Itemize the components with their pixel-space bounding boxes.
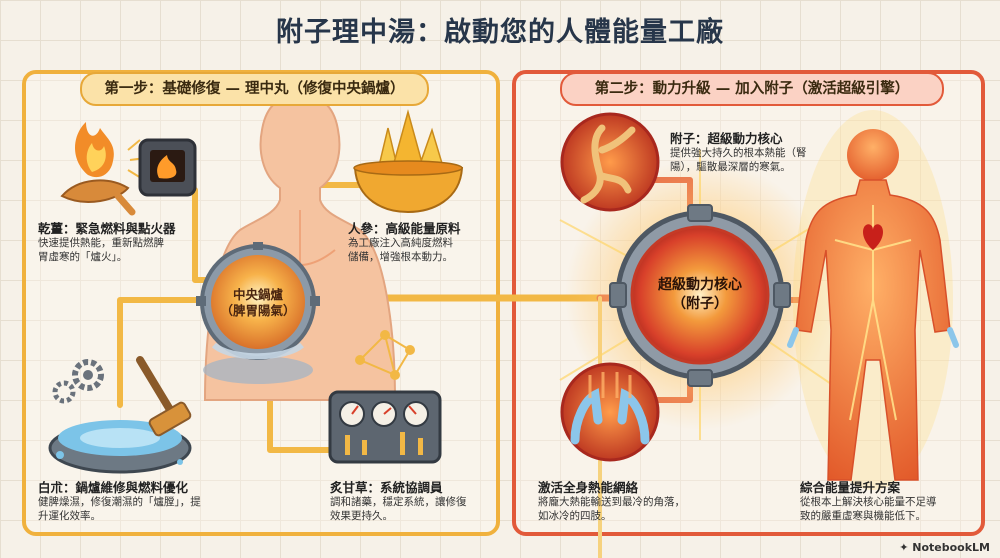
renshen-desc-line1: 為工廠注入高純度燃料 <box>348 237 453 249</box>
fuzi-desc-line2: 陽），驅散最深層的寒氣。 <box>670 161 791 173</box>
gancao-desc-line2: 效果更持久。 <box>330 510 393 522</box>
control-panel-icon <box>328 390 442 464</box>
central-boiler-label-line1: 中央鍋爐 <box>232 287 283 302</box>
step2-header: 第二步：動力升級 — 加入附子（激活超級引擎） <box>560 72 944 106</box>
heart-icon <box>863 224 883 250</box>
fuzi-desc: 提供強大持久的根本熱能（腎 陽），驅散最深層的寒氣。 <box>670 146 830 174</box>
gancao-desc: 調和諸藥，穩定系統，讓修復 效果更持久。 <box>330 495 490 523</box>
central-boiler-label-line2: （脾胃陽氣） <box>220 303 296 318</box>
baizhu-title: 白朮：鍋爐維修與燃料優化 <box>38 480 189 495</box>
fire-ginger-icon <box>60 122 146 216</box>
ganjiang-desc-line1: 快速提供熱能，重新點燃脾 <box>38 237 164 249</box>
super-core-label-line1: 超級動力核心 <box>658 277 742 293</box>
central-boiler-icon <box>196 242 320 384</box>
gancao-title: 炙甘草：系統協調員 <box>330 480 443 495</box>
cleaning-pot-icon <box>48 356 192 474</box>
step1-header: 第一步：基礎修復 — 理中丸（修復中央鍋爐） <box>80 72 429 106</box>
baizhu-desc: 健脾燥濕，修復潮濕的「爐膛」，提 升運化效率。 <box>38 495 248 523</box>
solution-desc-line1: 從根本上解決核心能量不足導 <box>800 496 937 508</box>
stove-icon <box>138 138 197 197</box>
baizhu-desc-line1: 健脾燥濕，修復潮濕的「爐膛」，提 <box>38 496 201 508</box>
super-core-label-line2: （附子） <box>672 296 728 312</box>
ganjiang-title: 乾薑：緊急燃料與點火器 <box>38 221 176 236</box>
aconite-root-icon <box>560 112 660 212</box>
page-title: 附子理中湯：啟動您的人體能量工廠 <box>276 17 724 48</box>
credit-text: NotebookLM <box>912 541 990 554</box>
renshen-title: 人參：高級能量原料 <box>348 221 461 236</box>
super-core-label: 超級動力核心 （附子） <box>640 276 760 314</box>
fuzi-desc-line1: 提供強大持久的根本熱能（腎 <box>670 147 807 159</box>
crystal-bowl-icon <box>353 109 464 214</box>
gancao-desc-line1: 調和諸藥，穩定系統，讓修復 <box>330 496 467 508</box>
baizhu-desc-line2: 升運化效率。 <box>38 510 101 522</box>
solution-title: 綜合能量提升方案 <box>800 480 901 495</box>
super-power-core-icon <box>609 204 791 387</box>
network-desc: 將龐大熱能輸送到最冷的角落， 如冰冷的四肢。 <box>538 495 718 523</box>
network-title: 激活全身熱能網絡 <box>538 480 639 495</box>
network-desc-line2: 如冰冷的四肢。 <box>538 510 612 522</box>
network-graph-icon <box>355 330 415 380</box>
cold-hands-icon <box>560 362 660 462</box>
solution-desc-line2: 致的嚴重虛寒與機能低下。 <box>800 510 926 522</box>
solution-desc: 從根本上解決核心能量不足導 致的嚴重虛寒與機能低下。 <box>800 495 965 523</box>
ganjiang-desc: 快速提供熱能，重新點燃脾 胃虛寒的「爐火」。 <box>38 236 198 264</box>
renshen-desc: 為工廠注入高純度燃料 儲備，增強根本動力。 <box>348 236 488 264</box>
central-boiler-label: 中央鍋爐 （脾胃陽氣） <box>213 287 303 319</box>
glowing-human-figure <box>787 110 959 490</box>
ganjiang-desc-line2: 胃虛寒的「爐火」。 <box>38 251 128 263</box>
renshen-desc-line2: 儲備，增強根本動力。 <box>348 251 453 263</box>
notebooklm-credit: ✦ NotebookLM <box>899 541 990 554</box>
gears-icon <box>52 359 104 404</box>
fuzi-title: 附子：超級動力核心 <box>670 131 783 146</box>
network-desc-line1: 將龐大熱能輸送到最冷的角落， <box>538 496 685 508</box>
